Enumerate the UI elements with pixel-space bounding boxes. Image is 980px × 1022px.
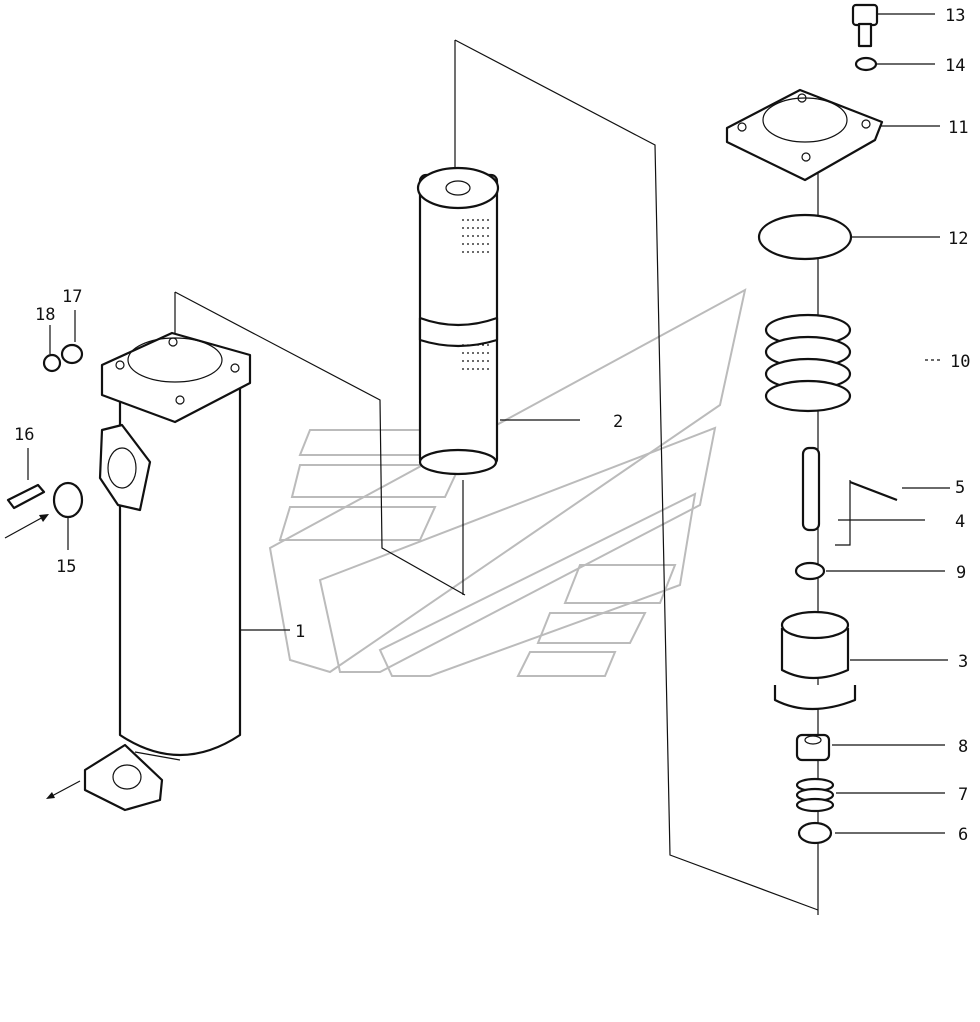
leader-lines xyxy=(27,13,950,834)
filter-housing xyxy=(83,331,252,812)
flow-arrows xyxy=(4,514,81,799)
callout-7: 7 xyxy=(958,785,968,805)
callout-9: 9 xyxy=(956,563,966,583)
spring-10 xyxy=(764,313,852,413)
callout-2: 2 xyxy=(613,412,623,432)
valve xyxy=(795,733,831,762)
callouts: 1 2 3 4 5 6 7 8 9 10 11 12 13 14 15 16 1… xyxy=(14,6,970,845)
callout-16: 16 xyxy=(14,425,34,445)
o-ring-12 xyxy=(757,213,853,261)
cover-plate xyxy=(725,88,884,182)
callout-3: 3 xyxy=(958,652,968,672)
watermark-logo xyxy=(268,288,747,677)
callout-8: 8 xyxy=(958,737,968,757)
filter-element xyxy=(416,166,500,476)
callout-1: 1 xyxy=(295,622,305,642)
callout-5: 5 xyxy=(955,478,965,498)
callout-12: 12 xyxy=(948,229,968,249)
cotter-pin xyxy=(849,480,898,502)
washer-14 xyxy=(854,56,878,72)
washer-9 xyxy=(794,561,826,581)
callout-13: 13 xyxy=(945,6,965,26)
bolt xyxy=(851,3,879,48)
pin xyxy=(801,446,821,532)
valve-body xyxy=(773,610,857,711)
assembly-reference-lines xyxy=(174,39,819,915)
plug-17 xyxy=(60,343,84,365)
callout-6: 6 xyxy=(958,825,968,845)
callout-14: 14 xyxy=(945,56,965,76)
callout-4: 4 xyxy=(955,512,965,532)
nipple xyxy=(6,483,46,510)
callout-17: 17 xyxy=(62,287,82,307)
callout-11: 11 xyxy=(948,118,968,138)
callout-15: 15 xyxy=(56,557,76,577)
seat xyxy=(797,821,833,845)
washer-18 xyxy=(42,353,62,373)
o-ring-15 xyxy=(52,481,84,519)
spring-7 xyxy=(795,777,835,813)
callout-10: 10 xyxy=(950,352,970,372)
callout-18: 18 xyxy=(35,305,55,325)
